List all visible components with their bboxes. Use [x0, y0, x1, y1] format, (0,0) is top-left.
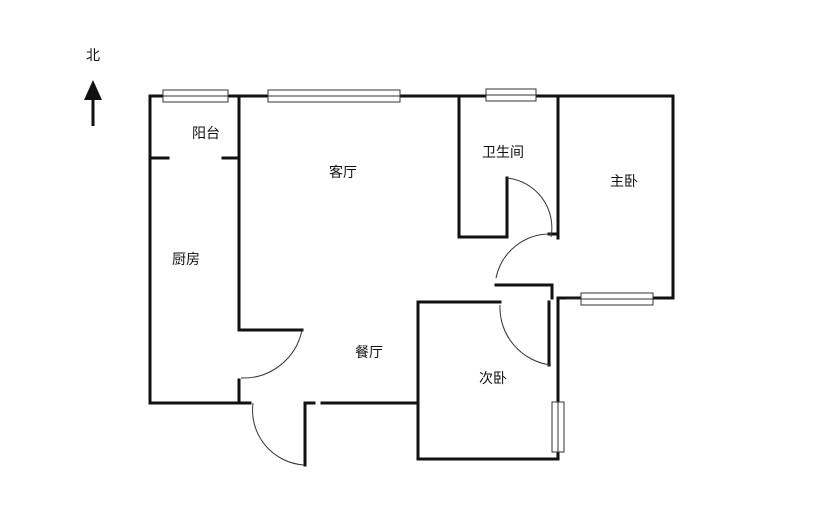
room-label-dining-room: 餐厅 [355, 345, 383, 361]
kitchen-door [240, 329, 303, 379]
room-label-balcony: 阳台 [192, 126, 220, 142]
room-label-master-bedroom: 主卧 [610, 174, 638, 190]
windows [162, 88, 654, 453]
room-label-living-room: 客厅 [329, 164, 357, 181]
north-indicator: 北 [84, 48, 102, 126]
master-door [495, 233, 552, 279]
room-label-kitchen: 厨房 [172, 252, 200, 268]
doors [240, 177, 553, 466]
bedroom2-door [499, 304, 552, 366]
room-labels: 阳台 客厅 卫生间 主卧 厨房 餐厅 次卧 [172, 126, 638, 387]
room-label-bathroom: 卫生间 [482, 145, 524, 161]
north-arrow-icon [84, 80, 102, 126]
room-label-second-bedroom: 次卧 [479, 371, 507, 387]
walls [148, 94, 675, 467]
bathroom-door [506, 177, 553, 238]
north-label: 北 [86, 48, 100, 64]
entrance-door [252, 402, 305, 466]
